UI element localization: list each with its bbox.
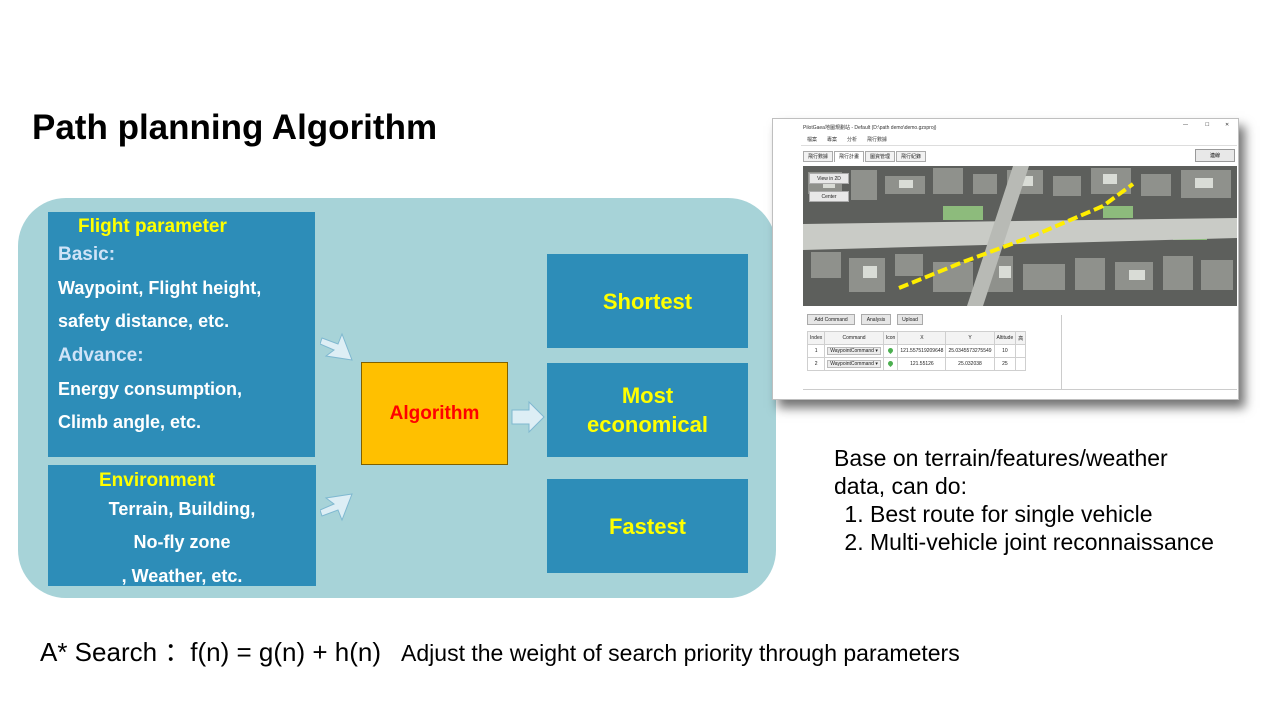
cell-x[interactable]: 121.55126: [897, 357, 947, 371]
column-header-x[interactable]: X: [897, 331, 947, 345]
formula-line: A* Search ：f(n) = g(n) + h(n) Adjust the …: [40, 632, 960, 669]
basic-label: Basic:: [58, 244, 116, 265]
table-row[interactable]: 2 WaypointCommand ▾ 121.55126 25.032038 …: [806, 357, 1027, 371]
app-screenshot: PilotGaea地圖規劃站 - Default (D:\path demo\d…: [772, 118, 1239, 400]
algorithm-label: Algorithm: [389, 402, 480, 424]
menu-item-flight-data[interactable]: 飛行數據: [867, 137, 888, 143]
command-select[interactable]: WaypointCommand ▾: [827, 360, 881, 368]
column-header-y[interactable]: Y: [945, 331, 995, 345]
column-header-index[interactable]: Index: [806, 331, 826, 345]
menu-divider: [801, 145, 1237, 146]
environment-heading: Environment: [99, 470, 216, 491]
tab-flight-data[interactable]: 飛行數據: [803, 151, 833, 162]
page-title: Path planning Algorithm: [32, 108, 438, 147]
environment-line-2: No-fly zone: [133, 532, 231, 552]
cell-command[interactable]: WaypointCommand ▾: [824, 357, 884, 371]
environment-line-3: , Weather, etc.: [121, 566, 243, 586]
capability-text: Base on terrain/features/weather data, c…: [834, 444, 1254, 556]
analysis-button[interactable]: Analysis: [861, 314, 891, 325]
view-in-2d-button[interactable]: View in 2D: [809, 173, 849, 184]
most-economical-box: Most economical: [547, 363, 748, 457]
table-row[interactable]: 1 WaypointCommand ▾ 121.557519209648 25.…: [806, 344, 1027, 358]
advance-label: Advance:: [58, 345, 144, 366]
cell-extra: [1015, 357, 1027, 371]
cell-icon: [882, 344, 899, 358]
fastest-label: Fastest: [608, 513, 687, 539]
tab-flight-log[interactable]: 飛行紀錄: [896, 151, 926, 162]
cell-command[interactable]: WaypointCommand ▾: [824, 344, 884, 358]
bottom-divider: [803, 389, 1237, 390]
capability-intro-line-2: data, can do:: [834, 473, 967, 499]
capability-list: Best route for single vehicle Multi-vehi…: [834, 500, 1254, 556]
map-pin-icon: [887, 346, 895, 354]
window-title: PilotGaea地圖規劃站 - Default (D:\path demo\d…: [803, 125, 937, 131]
city-map-view[interactable]: [803, 166, 1237, 306]
connect-button[interactable]: 連線: [1195, 149, 1235, 162]
advance-line-1: Energy consumption,: [58, 379, 243, 399]
most-economical-line-1: Most: [621, 383, 674, 408]
basic-line-1: Waypoint, Flight height,: [58, 278, 262, 298]
capability-intro-line-1: Base on terrain/features/weather: [834, 445, 1168, 471]
cell-icon: [882, 357, 899, 371]
column-header-altitude[interactable]: Altitude: [993, 331, 1017, 345]
table-header-row: Index Command Icon X Y Altitude 高: [806, 331, 1027, 345]
flight-parameter-box: [48, 212, 315, 457]
environment-line-1: Terrain, Building,: [108, 499, 256, 519]
cell-y[interactable]: 25.0345573275549: [945, 344, 995, 358]
formula-description: Adjust the weight of search priority thr…: [401, 640, 960, 666]
cell-extra: [1015, 344, 1027, 358]
arrow-right-icon: [511, 400, 545, 434]
capability-item: Multi-vehicle joint reconnaissance: [870, 528, 1254, 556]
minimize-icon[interactable]: —: [1183, 122, 1188, 128]
algorithm-box: Algorithm: [361, 362, 508, 465]
most-economical-line-2: economical: [586, 412, 709, 437]
cell-altitude[interactable]: 10: [993, 344, 1017, 358]
maximize-icon[interactable]: ☐: [1205, 122, 1210, 128]
fastest-box: Fastest: [547, 479, 748, 573]
column-header-command[interactable]: Command: [824, 331, 884, 345]
center-button[interactable]: Center: [809, 191, 849, 202]
close-icon[interactable]: ✕: [1225, 122, 1230, 128]
command-select[interactable]: WaypointCommand ▾: [827, 347, 881, 355]
shortest-box: Shortest: [547, 254, 748, 348]
advance-line-2: Climb angle, etc.: [58, 412, 202, 432]
tab-flight-plan[interactable]: 飛行計畫: [834, 151, 864, 162]
arrow-right-icon: [320, 332, 353, 361]
capability-item: Best route for single vehicle: [870, 500, 1254, 528]
map-pin-icon: [887, 359, 895, 367]
shortest-label: Shortest: [602, 288, 693, 314]
flight-parameter-heading: Flight parameter: [78, 216, 227, 237]
menu-item-analysis[interactable]: 分析: [847, 137, 858, 143]
panel-divider: [1061, 315, 1062, 389]
arrow-right-icon: [320, 493, 353, 522]
cell-altitude[interactable]: 25: [993, 357, 1017, 371]
command-table: Index Command Icon X Y Altitude 高 1 Wayp…: [806, 331, 1027, 371]
cell-index: 2: [806, 357, 826, 371]
cell-x[interactable]: 121.557519209648: [897, 344, 947, 358]
column-header-icon[interactable]: Icon: [882, 331, 899, 345]
add-command-button[interactable]: Add Command: [807, 314, 855, 325]
cell-y[interactable]: 25.032038: [945, 357, 995, 371]
tab-map-management[interactable]: 圖資管理: [865, 151, 895, 162]
formula-main: A* Search ：f(n) = g(n) + h(n): [40, 637, 382, 667]
environment-box: [48, 465, 316, 586]
basic-line-2: safety distance, etc.: [58, 311, 230, 331]
menu-item-project[interactable]: 專案: [827, 137, 838, 143]
cell-index: 1: [806, 344, 826, 358]
upload-button[interactable]: Upload: [897, 314, 923, 325]
menu-item-file[interactable]: 檔案: [807, 137, 818, 143]
column-header-extra[interactable]: 高: [1015, 331, 1027, 345]
